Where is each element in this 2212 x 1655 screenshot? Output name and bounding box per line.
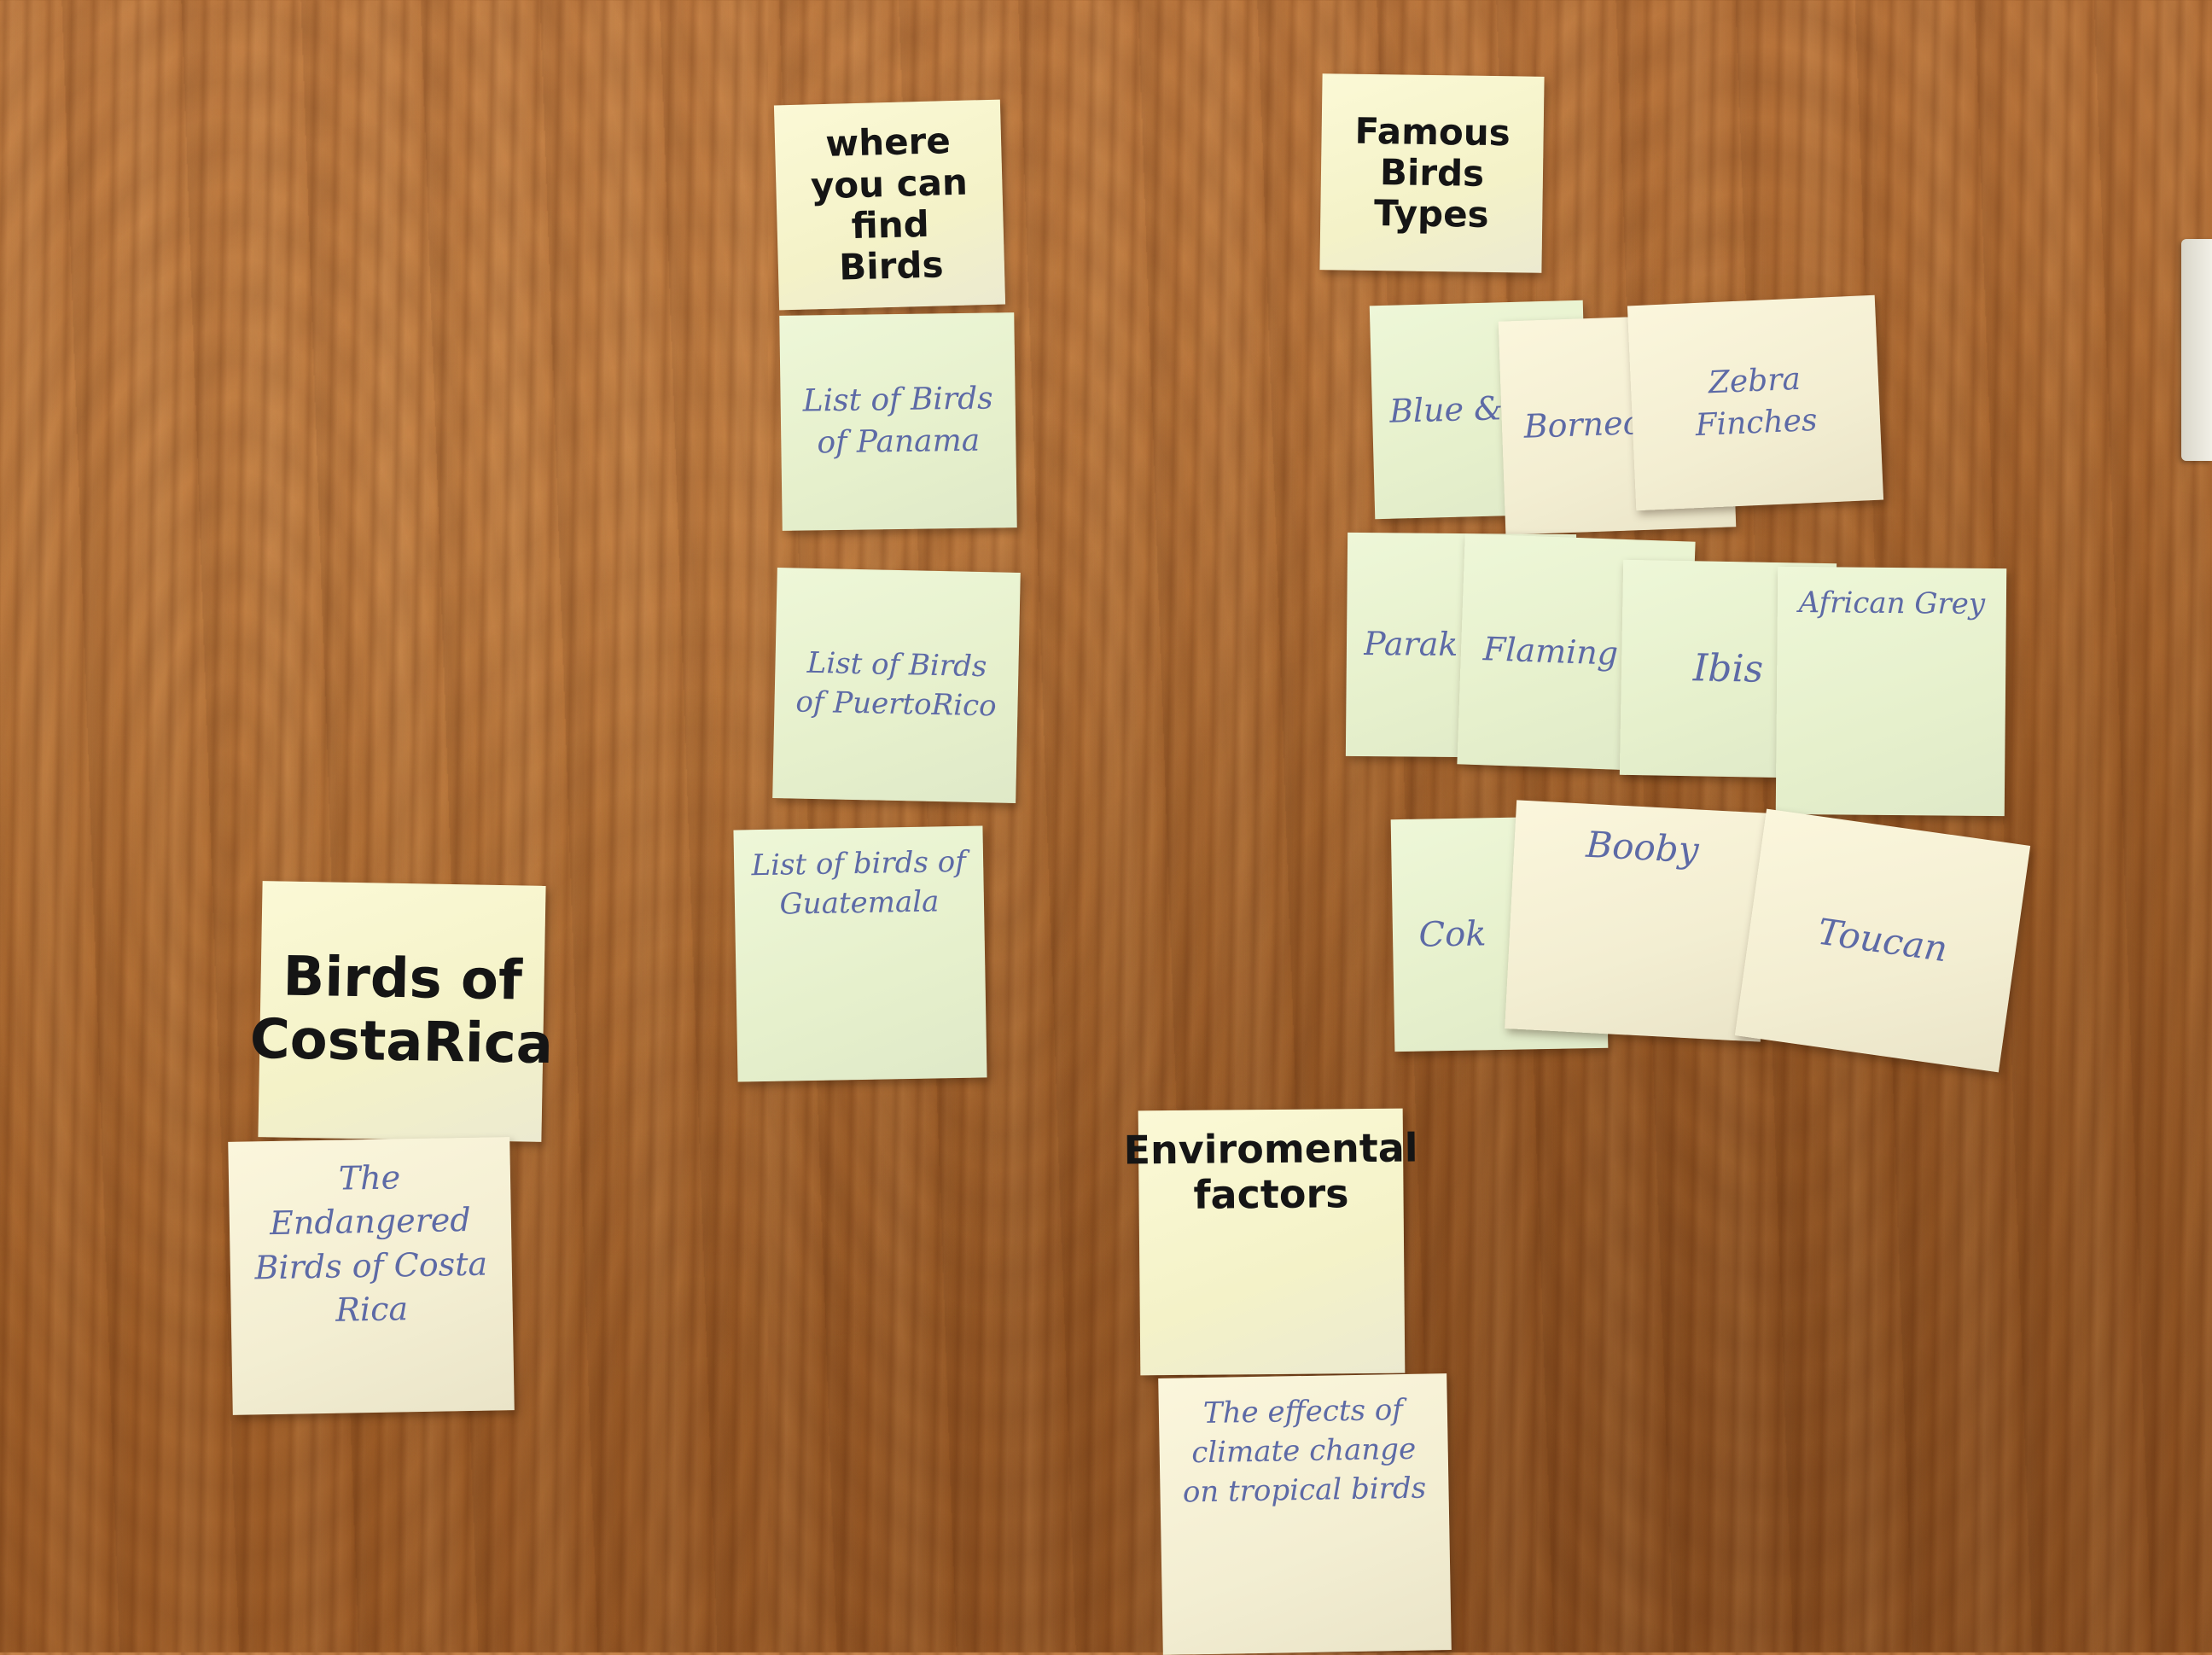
climate-effects-text: The effects of climate change on tropica…	[1182, 1392, 1427, 1510]
note-endangered[interactable]: The Endangered Birds of Costa Rica	[228, 1137, 515, 1415]
booby-text: Booby	[1585, 823, 1700, 871]
note-african-grey[interactable]: African Grey	[1775, 566, 2007, 817]
endangered-text: The Endangered Birds of Costa Rica	[254, 1158, 488, 1329]
note-climate-effects[interactable]: The effects of climate change on tropica…	[1158, 1373, 1452, 1655]
environmental-heading-text: Enviromental factors	[1123, 1124, 1418, 1218]
note-toucan[interactable]: Toucan	[1734, 808, 2031, 1073]
note-panama[interactable]: List of Birds of Panama	[779, 312, 1017, 531]
note-booby[interactable]: Booby	[1505, 800, 1773, 1042]
parakeet-text: Parak	[1363, 625, 1458, 664]
guatemala-text: List of birds of Guatemala	[751, 844, 967, 922]
famous-heading-text: Famous Birds Types	[1354, 109, 1511, 236]
panama-text: List of Birds of Panama	[802, 381, 993, 461]
note-where-heading[interactable]: where you can find Birds	[773, 99, 1006, 311]
borneo-text: Borneo	[1522, 404, 1644, 446]
note-famous-heading[interactable]: Famous Birds Types	[1319, 73, 1545, 273]
african-grey-text: African Grey	[1798, 586, 1986, 621]
where-heading-text: where you can find Birds	[810, 119, 969, 288]
toucan-text: Toucan	[1815, 910, 1951, 970]
cockatoo-text: Cok	[1418, 914, 1487, 955]
flamingo-text: Flaming	[1482, 630, 1619, 673]
note-puerto-rico[interactable]: List of Birds of PuertoRico	[772, 568, 1021, 803]
white-object-edge	[2181, 239, 2212, 461]
ibis-text: Ibis	[1692, 646, 1764, 692]
note-environmental-heading[interactable]: Enviromental factors	[1123, 1108, 1418, 1376]
note-guatemala[interactable]: List of birds of Guatemala	[733, 825, 987, 1082]
costa-rica-heading-text: Birds of CostaRica	[249, 945, 554, 1077]
puerto-rico-text: List of Birds of PuertoRico	[795, 645, 997, 724]
note-costa-rica-heading[interactable]: Birds of CostaRica	[249, 881, 554, 1142]
blue-macaw-text: Blue & Macaw	[1388, 387, 1517, 431]
zebra-finches-text: Zebra Finches	[1694, 362, 1819, 444]
note-zebra-finches[interactable]: Zebra Finches	[1627, 294, 1884, 511]
